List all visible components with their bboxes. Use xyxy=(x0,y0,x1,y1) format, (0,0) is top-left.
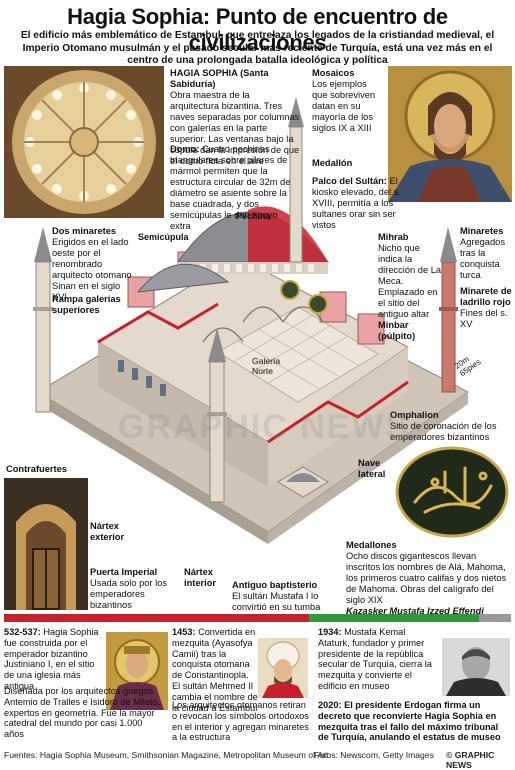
timeline-3-date: 1934: xyxy=(318,627,342,637)
galeria-label: Galería Norte xyxy=(252,356,281,376)
rampa-heading: Rampa galerías superiores xyxy=(52,294,121,315)
dos-minaretes-note: Dos minaretes Erigidos en el lado oeste … xyxy=(52,226,134,303)
entrance-photo xyxy=(4,478,88,610)
timeline-3-text: 1934: Mustafa Kemal Ataturk, fundador y … xyxy=(318,627,438,692)
hagia-sophia-heading: HAGIA SOPHIA (Santa Sabiduría) xyxy=(170,68,269,89)
timeline-grey xyxy=(479,614,511,622)
puerta-body: Usada solo por los emperadores bizantino… xyxy=(90,578,167,610)
mehmed-ii-portrait-photo xyxy=(258,638,308,698)
palco-body: El kiosko elevado, del s. XVIII, permití… xyxy=(312,176,401,230)
footer-sources: Fuentes: Hagia Sophia Museum, Smithsonia… xyxy=(4,750,329,760)
building-cutaway-illustration xyxy=(28,92,478,552)
domo-heading: Domo: xyxy=(170,144,200,154)
calligraphy-medallion-image xyxy=(395,446,509,538)
narthex-ext-heading: Nártex exterior xyxy=(90,521,125,542)
timeline-1-text: 532-537: Hagia Sophia fue construida por… xyxy=(4,627,106,692)
medallones-author: Kazasker Mustafa Izzed Effendi xyxy=(346,606,484,616)
medallon-heading: Medallón xyxy=(312,158,353,168)
timeline-green xyxy=(309,614,479,622)
minarete-ladrillo-note: Minarete de ladrillo rojo Fines del s. X… xyxy=(460,286,512,330)
contrafuertes-note: Contrafuertes xyxy=(6,464,86,475)
nave-note: Nave lateral xyxy=(358,458,398,480)
narthex-ext-note: Nártex exterior xyxy=(90,521,138,543)
mosaicos-body: Los ejemplos que sobreviven datan en su … xyxy=(312,79,376,133)
rampa-note: Rampa galerías superiores xyxy=(52,294,138,316)
dome-interior-photo xyxy=(4,66,164,218)
pechina-label: Pechina xyxy=(236,211,271,221)
domo-note: Domo: Cuatro pechinas triangulares sobre… xyxy=(170,144,300,232)
minarete-ladrillo-heading: Minarete de ladrillo rojo xyxy=(460,286,512,307)
omphalion-note: Omphalion Sitio de coronación de los emp… xyxy=(390,410,512,443)
hagia-sophia-note: HAGIA SOPHIA (Santa Sabiduría) Obra maes… xyxy=(170,68,300,167)
minbar-note: Minbar (púlpito) xyxy=(378,320,438,342)
medallones-body: Ocho discos gigantescos llevan inscritos… xyxy=(346,551,507,605)
minbar-heading: Minbar (púlpito) xyxy=(378,320,416,341)
puerta-note: Puerta Imperial Usada solo por los emper… xyxy=(90,567,176,611)
mihrab-body: Nicho que indica la dirección de La Meca… xyxy=(378,243,442,319)
minarete-ladrillo-body: Fines del s. XV xyxy=(460,308,508,329)
mihrab-note: Mihrab Nicho que indica la dirección de … xyxy=(378,232,442,320)
ataturk-portrait-photo xyxy=(442,638,510,696)
baptisterio-heading: Antiguo baptisterio xyxy=(232,580,318,590)
omphalion-body: Sitio de coronación de los emperadores b… xyxy=(390,421,497,442)
palco-note: Palco del Sultán: El kiosko elevado, del… xyxy=(312,176,402,231)
watermark: GRAPHIC NEWS xyxy=(118,408,411,446)
medallones-note: Medallones Ocho discos gigantescos lleva… xyxy=(346,540,512,617)
mosaicos-heading: Mosaicos xyxy=(312,68,355,78)
timeline-2-body: Convertida en mezquita (Ayasofya Camii) … xyxy=(172,627,258,713)
christ-mosaic-photo xyxy=(388,66,512,202)
baptisterio-note: Antiguo baptisterio El sultán Mustafa I … xyxy=(232,580,336,613)
timeline-1-text2: Diseñada por los arquitectos griegos Ant… xyxy=(4,686,161,740)
timeline-2-text: 1453: Convertida en mezquita (Ayasofya C… xyxy=(172,627,258,713)
dos-minaretes-body: Erigidos en el lado oeste por el renombr… xyxy=(52,237,132,302)
nave-heading: Nave lateral xyxy=(358,458,386,479)
intro-text: El edificio más emblemático de Estambul,… xyxy=(20,30,495,66)
hagia-sophia-body: Obra maestra de la arquitectura bizantin… xyxy=(170,90,300,166)
page-title: Hagia Sophia: Punto de encuentro de civi… xyxy=(67,4,448,55)
timeline-2-text2: Los arquitectos otomanos retiran o revoc… xyxy=(172,700,309,743)
medallones-heading: Medallones xyxy=(346,540,397,550)
timeline-1-body: Hagia Sophia fue construida por el emper… xyxy=(4,627,99,691)
timeline-red xyxy=(4,614,309,622)
contrafuertes-heading: Contrafuertes xyxy=(6,464,67,474)
footer-photos: Fotos: Newscom, Getty Images xyxy=(314,750,434,760)
mosaicos-note: Mosaicos Los ejemplos que sobreviven dat… xyxy=(312,68,384,134)
baptisterio-body: El sultán Mustafa I lo convirtió en su t… xyxy=(232,591,321,612)
justinian-mosaic-photo xyxy=(106,632,168,710)
timeline-3-date2: 2020: xyxy=(318,700,342,710)
palco-heading: Palco del Sultán: xyxy=(312,176,387,186)
puerta-heading: Puerta Imperial xyxy=(90,567,158,577)
dos-minaretes-heading: Dos minaretes xyxy=(52,226,117,236)
timeline-1-date: 532-537: xyxy=(4,627,41,637)
timeline-3-body2: El presidente Erdogan firma un decreto q… xyxy=(318,700,501,743)
omphalion-heading: Omphalion xyxy=(390,410,439,420)
mihrab-heading: Mihrab xyxy=(378,232,409,242)
timeline-2-date: 1453: xyxy=(172,627,196,637)
narthex-int-note: Nártex interior xyxy=(184,567,230,589)
footer-brand: © GRAPHIC NEWS xyxy=(446,750,495,770)
timeline-3-body: Mustafa Kemal Ataturk, fundador y primer… xyxy=(318,627,432,691)
narthex-int-heading: Nártex interior xyxy=(184,567,217,588)
semicupula-label: Semicúpula xyxy=(138,232,189,242)
timeline-3-text2: 2020: El presidente Erdogan firma un dec… xyxy=(318,700,510,743)
minaretes-note: Minaretes Agregados tras la conquista tu… xyxy=(460,226,512,281)
minaretes-body: Agregados tras la conquista turca xyxy=(460,237,505,280)
minaretes-heading: Minaretes xyxy=(460,226,504,236)
domo-body: Cuatro pechinas triangulares sobre pilar… xyxy=(170,144,291,231)
medallon-note: Medallón xyxy=(312,158,384,169)
